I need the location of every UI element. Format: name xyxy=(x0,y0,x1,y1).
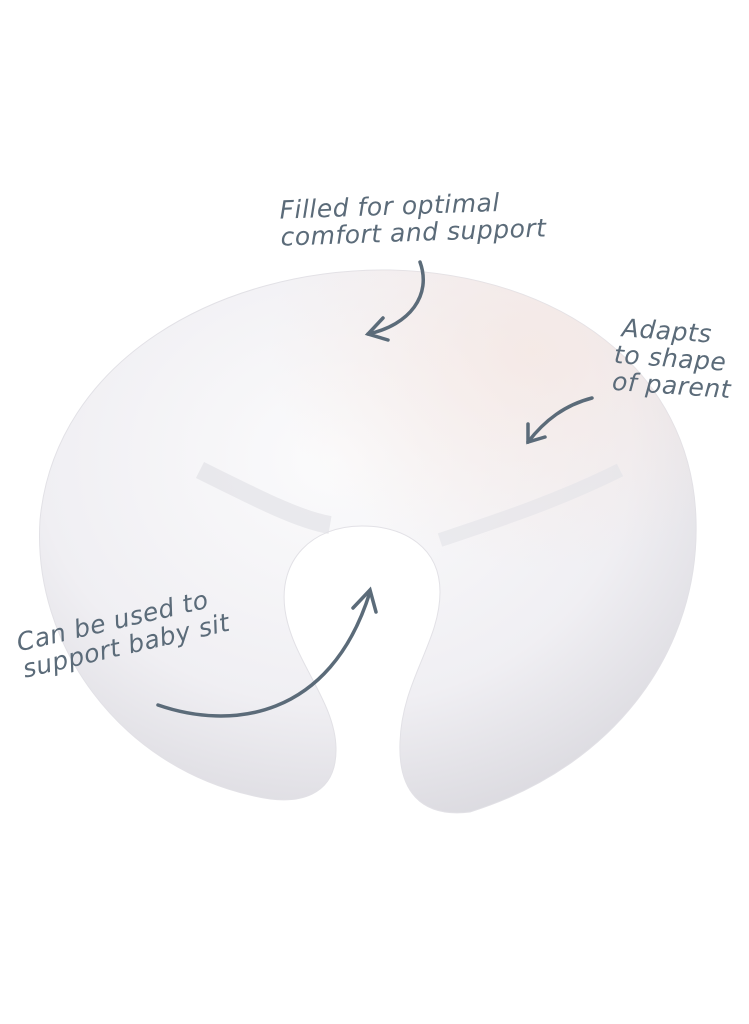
arrow-right-icon xyxy=(526,396,594,445)
pillow-fold-right xyxy=(437,463,624,547)
pillow-fold-left xyxy=(195,461,332,534)
pillow-warm-tint xyxy=(39,269,697,813)
arrow-left-icon xyxy=(156,586,378,718)
annotation-filled-comfort: Filled for optimal comfort and support xyxy=(279,187,547,252)
arrow-top-icon xyxy=(364,260,426,342)
annotation-adapts-shape: Adapts to shape of parent xyxy=(611,313,735,404)
